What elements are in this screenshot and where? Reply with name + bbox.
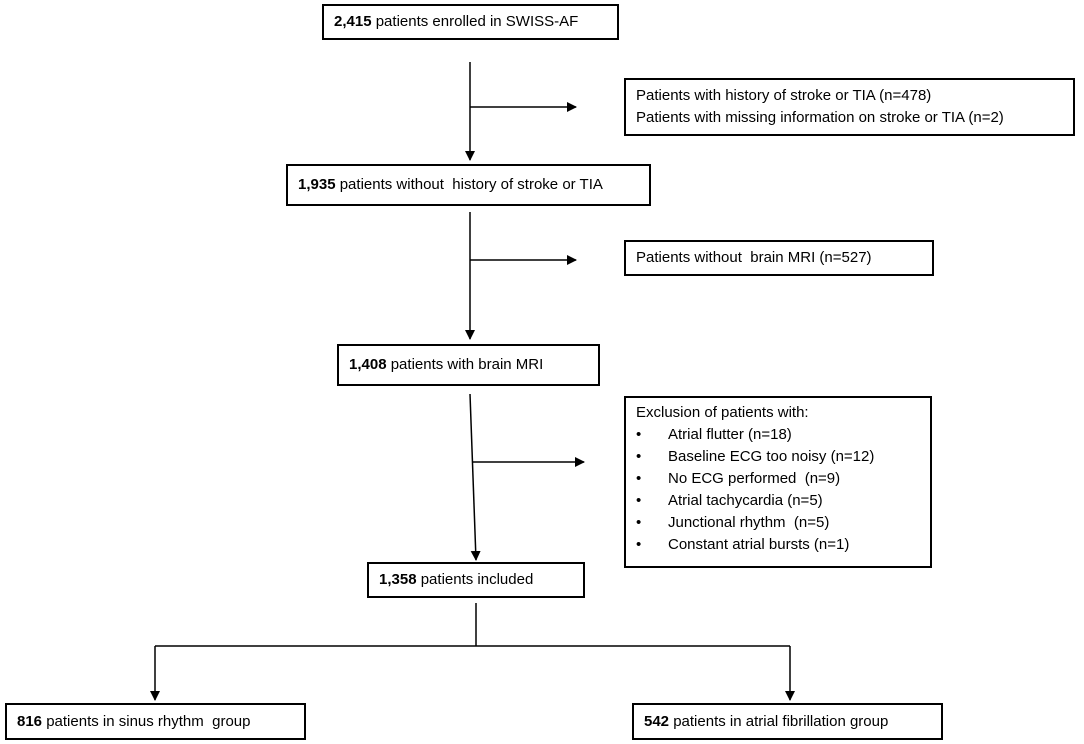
arrow-mri-to-included: [469, 393, 481, 561]
node-brain-mri-text: patients with brain MRI: [386, 356, 544, 373]
node-af-text: patients in atrial fibrillation group: [669, 712, 889, 730]
node-sinus-count: 816: [17, 712, 43, 730]
exclusion-ecg-item: • Atrial flutter (n=18): [636, 424, 920, 446]
node-brain-mri: 1,408 patients with brain MRI: [337, 344, 600, 386]
exclusion-ecg-item: • No ECG performed (n=9): [636, 468, 920, 490]
bullet-icon: •: [636, 470, 642, 487]
bullet-icon: •: [636, 514, 642, 531]
node-sinus-group: 816 patients in sinus rhythm group: [5, 703, 306, 740]
node-af-group: 542 patients in atrial fibrillation grou…: [632, 703, 943, 740]
exclusion-ecg-item-text: Atrial tachycardia (n=5): [668, 492, 823, 509]
exclusion-ecg-item-text: Constant atrial bursts (n=1): [668, 536, 850, 553]
node-sinus-text: patients in sinus rhythm group: [42, 712, 251, 730]
node-enrolled: 2,415 patients enrolled in SWISS-AF: [322, 4, 619, 40]
exclusion-ecg-header: Exclusion of patients with:: [636, 404, 809, 421]
exclusion-ecg-item: • Constant atrial bursts (n=1): [636, 534, 920, 556]
node-no-stroke: 1,935 patients without history of stroke…: [286, 164, 651, 206]
exclusion-ecg-item: • Junctional rhythm (n=5): [636, 512, 920, 534]
exclusion-mri-box: Patients without brain MRI (n=527): [624, 240, 934, 276]
exclusion-stroke-line-1: Patients with history of stroke or TIA (…: [636, 87, 932, 104]
node-no-stroke-count: 1,935: [298, 176, 336, 193]
bullet-icon: •: [636, 448, 642, 465]
bullet-icon: •: [636, 426, 642, 443]
exclusion-ecg-item-text: Atrial flutter (n=18): [668, 426, 792, 443]
exclusion-ecg-item: • Atrial tachycardia (n=5): [636, 490, 920, 512]
exclusion-mri-text: Patients without brain MRI (n=527): [636, 249, 872, 266]
bullet-icon: •: [636, 536, 642, 553]
node-included-text: patients included: [416, 571, 534, 588]
exclusion-stroke-line-2: Patients with missing information on str…: [636, 109, 1004, 126]
node-enrolled-text: patients enrolled in SWISS-AF: [371, 13, 579, 30]
exclusion-stroke-box: Patients with history of stroke or TIA (…: [624, 78, 1075, 136]
exclusion-ecg-box: Exclusion of patients with: • Atrial flut…: [624, 396, 932, 568]
exclusion-ecg-item-text: No ECG performed (n=9): [668, 470, 841, 487]
exclusion-ecg-item: • Baseline ECG too noisy (n=12): [636, 446, 920, 468]
exclusion-ecg-item-text: Baseline ECG too noisy (n=12): [668, 448, 875, 465]
bullet-icon: •: [636, 492, 642, 509]
node-included-count: 1,358: [379, 571, 417, 588]
node-enrolled-count: 2,415: [334, 13, 372, 30]
node-brain-mri-count: 1,408: [349, 356, 387, 373]
node-no-stroke-text: patients without history of stroke or TI…: [335, 176, 603, 193]
node-included: 1,358 patients included: [367, 562, 585, 598]
node-af-count: 542: [644, 712, 670, 730]
exclusion-ecg-item-text: Junctional rhythm (n=5): [668, 514, 830, 531]
